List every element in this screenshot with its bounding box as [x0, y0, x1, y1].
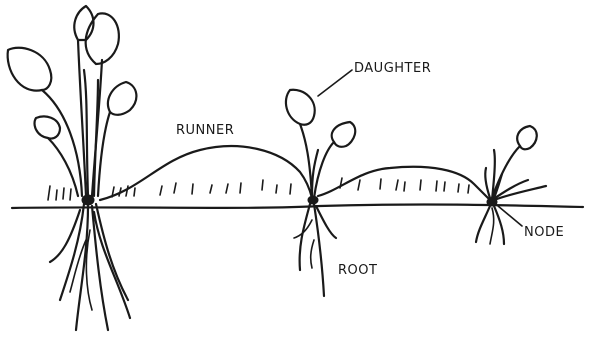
leaf: [8, 48, 52, 91]
node-pointer: [498, 206, 522, 226]
mother-plant: [8, 6, 137, 330]
leaf: [517, 126, 537, 149]
leaf: [286, 90, 315, 125]
leaf: [332, 122, 356, 147]
leaf: [86, 13, 119, 64]
label-root: ROOT: [338, 263, 377, 278]
runner-stem: [100, 146, 312, 200]
daughter-pointer: [318, 70, 352, 96]
leaf: [108, 82, 136, 115]
runner-stem-2: [318, 167, 490, 200]
label-node: NODE: [524, 225, 564, 240]
label-runner: RUNNER: [176, 123, 234, 138]
label-daughter: DAUGHTER: [354, 61, 431, 76]
leaf: [35, 116, 61, 138]
